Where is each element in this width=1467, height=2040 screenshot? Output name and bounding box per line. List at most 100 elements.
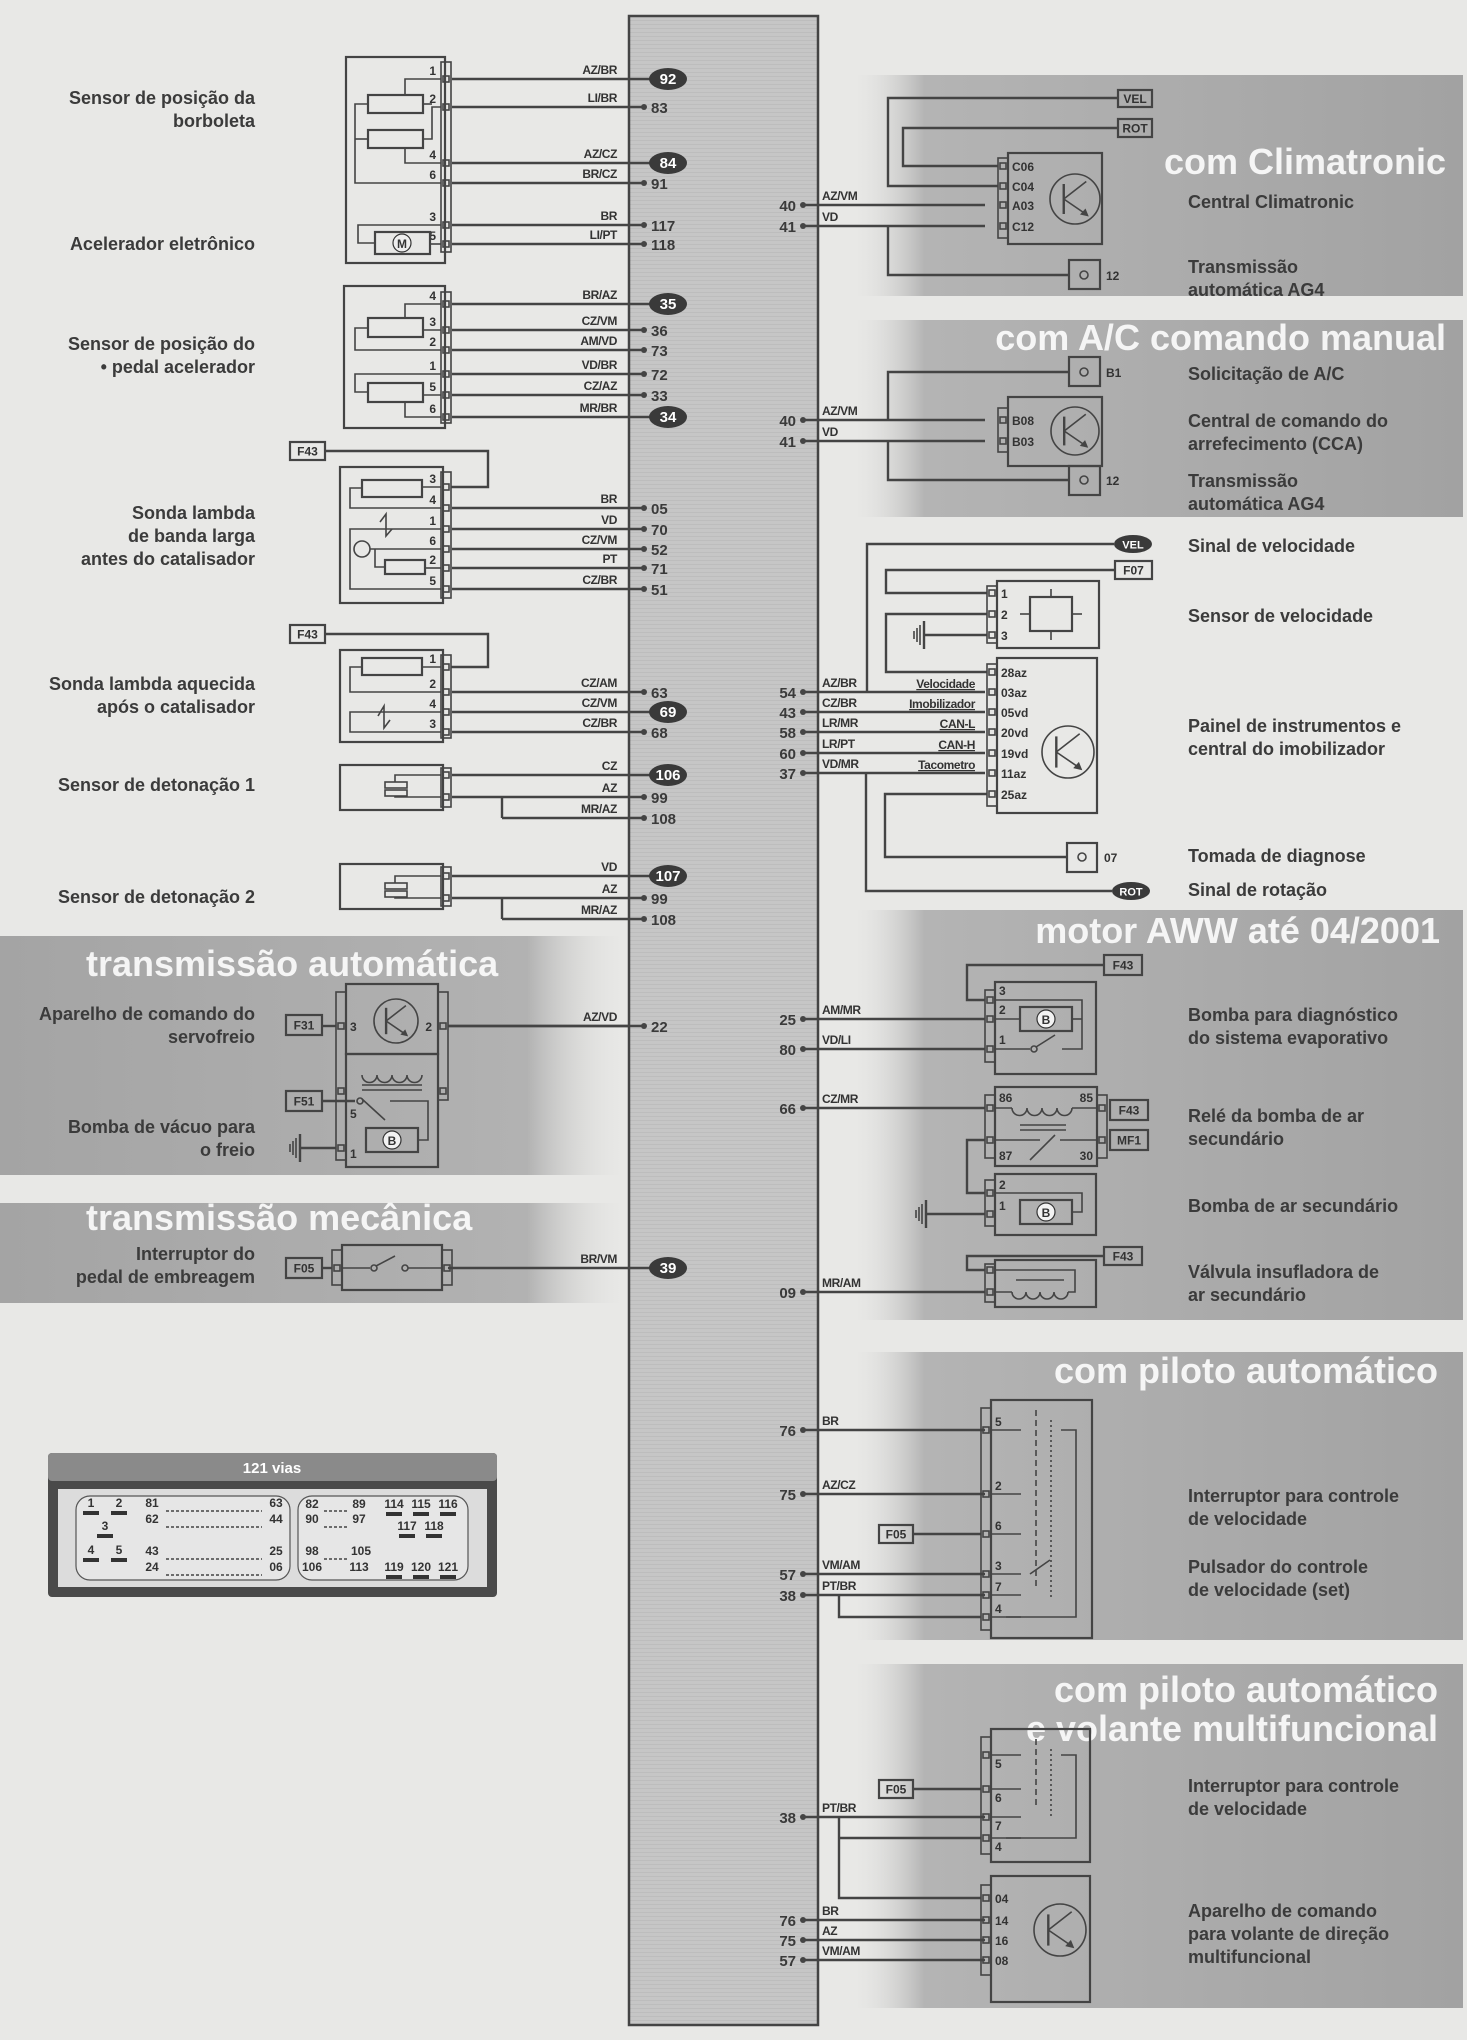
component-label-line: Sensor de detonação 1 <box>58 775 255 795</box>
pin-contact <box>386 1575 402 1579</box>
connector-pin-number: 25 <box>269 1544 283 1558</box>
component-pin-label: 1 <box>429 359 436 373</box>
fuse-tag-f31-text: F31 <box>294 1019 315 1033</box>
wire-color-label: PT/BR <box>822 1801 857 1815</box>
pump-icon-letter: B <box>1042 1206 1051 1220</box>
connector-strip <box>980 1736 992 1855</box>
switch-blade <box>361 1098 386 1121</box>
component-pin-label: 3 <box>429 717 436 731</box>
wire-color-label: BR <box>600 209 617 223</box>
wire <box>374 549 385 568</box>
connector-terminal <box>986 1015 994 1023</box>
switch-contact <box>1030 1045 1038 1053</box>
ecu-pin-number: 108 <box>651 811 676 828</box>
transistor-arrow <box>1065 1939 1075 1949</box>
pin-dot <box>641 505 647 511</box>
wire <box>883 792 1067 859</box>
signal-oval-vel <box>1114 535 1152 553</box>
wire-color-label: VD/BR <box>582 358 618 372</box>
secondary-air-valve-component: F43 <box>965 1245 1144 1309</box>
signal-tag-vel-text: VEL <box>1123 92 1146 106</box>
component-label-line: servofreio <box>168 1027 255 1047</box>
component-pin-label: 6 <box>429 534 436 548</box>
ecu-pin-number: 80 <box>779 1042 796 1059</box>
connector-terminal <box>999 201 1007 209</box>
connector-pin-number: 117 <box>397 1519 417 1533</box>
ecu-pin-number: 106 <box>655 767 680 784</box>
piezo-plate <box>384 781 408 789</box>
connector-terminal <box>986 1136 994 1144</box>
knock-sensor-2-component <box>338 862 452 911</box>
component-label-line: Sonda lambda aquecida <box>49 674 256 694</box>
switch-contact <box>370 1264 378 1272</box>
wire <box>886 441 1069 482</box>
connector-pin-number: 82 <box>305 1497 319 1511</box>
wire <box>390 1100 429 1141</box>
component-label-line: Solicitação de A/C <box>1188 364 1344 384</box>
connector-terminal <box>337 1087 345 1095</box>
connector-title: 121 vias <box>243 1460 301 1477</box>
wire-color-label: CZ/MR <box>822 1092 859 1106</box>
pin-dot <box>641 895 647 901</box>
section-heading-motor-aww: motor AWW até 04/2001 <box>1035 910 1440 951</box>
wire <box>394 796 441 798</box>
component-label-line: Bomba de ar secundário <box>1188 1196 1398 1216</box>
connector-terminal <box>982 1813 990 1821</box>
component-label-line: Relé da bomba de ar <box>1188 1106 1364 1126</box>
component-pin-label: 5 <box>995 1757 1002 1771</box>
signal-tag-rot-text: ROT <box>1122 122 1148 136</box>
pin-dot <box>641 347 647 353</box>
pump-icon <box>1036 1202 1056 1222</box>
ecu-pin-number: 66 <box>779 1101 796 1118</box>
section-heading-trans-auto: transmissão automática <box>86 943 499 984</box>
component-label-line: Sensor de detonação 2 <box>58 887 255 907</box>
connector-terminal <box>442 525 450 533</box>
wire <box>394 875 441 883</box>
ecu-pin-number: 57 <box>779 1567 796 1584</box>
wire <box>349 666 441 693</box>
resistor-symbol <box>360 656 424 677</box>
transistor-arrow <box>1073 761 1083 771</box>
speed-sensor-element <box>1028 595 1074 633</box>
transistor-circle <box>1050 406 1100 456</box>
component-pin-label: 2 <box>995 1479 1002 1493</box>
wire <box>995 1192 1083 1213</box>
pump-icon-letter: B <box>388 1134 397 1148</box>
connector-pin-number: 90 <box>305 1512 319 1526</box>
coil-symbol <box>1011 1291 1069 1300</box>
wire-color-label: AZ/VM <box>822 404 858 418</box>
instrument-panel-component: VELF0712328az03az05vd20vd19vd11az25azVel… <box>864 535 1154 900</box>
ecu-pin-number: 22 <box>651 1019 668 1036</box>
connector-terminal <box>988 688 996 696</box>
wire <box>965 1138 985 1195</box>
component-pin-label: 2 <box>429 335 436 349</box>
component-pin-label: B1 <box>1106 366 1122 380</box>
section-band <box>851 1352 1463 1640</box>
switch-blade <box>375 1255 396 1267</box>
wire-color-label: VM/AM <box>822 1944 860 1958</box>
component-pin-label: B03 <box>1012 435 1034 449</box>
component-pin-label: 5 <box>995 1415 1002 1429</box>
component-pin-label: 2 <box>429 677 436 691</box>
highlight-frame-blue <box>342 284 447 430</box>
component-label-line: central do imobilizador <box>1188 739 1385 759</box>
connector-terminal <box>439 1087 447 1095</box>
component-pin-label: 1 <box>999 1033 1006 1047</box>
diagnostic-socket-box <box>1065 841 1099 874</box>
component-label-left: Acelerador eletrônico <box>70 234 255 254</box>
ecu-module-box <box>627 14 820 2027</box>
component-pin-label: 1 <box>429 514 436 528</box>
connector-terminal <box>442 413 450 421</box>
connector-terminal <box>988 668 996 676</box>
